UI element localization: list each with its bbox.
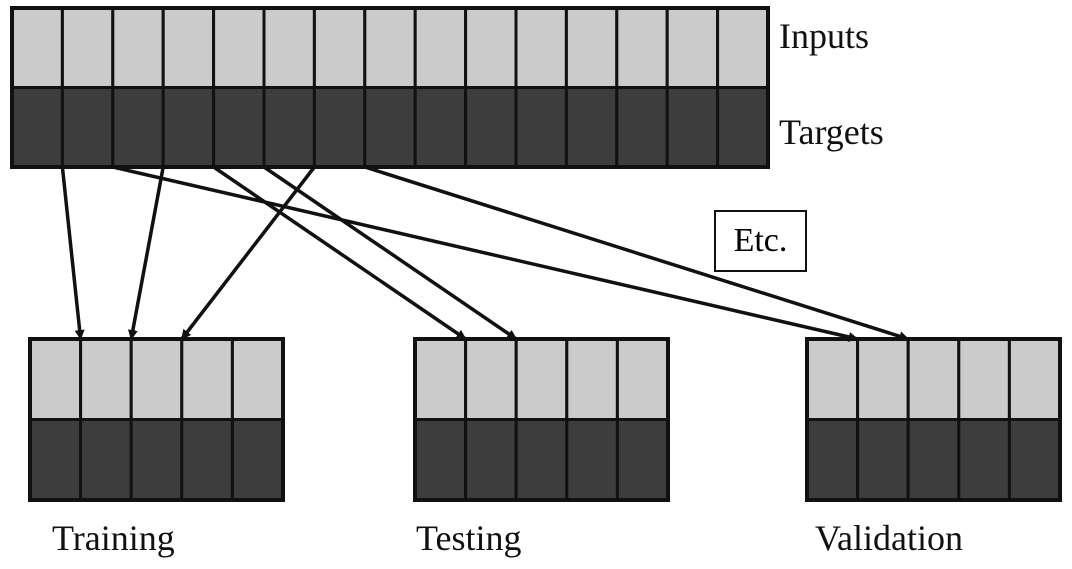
full-dataset-input-cell: [615, 6, 669, 89]
testing-outline: [413, 337, 670, 502]
testing-target-cell: [413, 418, 468, 502]
validation-input-cell: [906, 337, 961, 421]
full-dataset-target-cell: [413, 86, 468, 169]
validation-target-cell: [805, 418, 860, 502]
validation-input-cell: [805, 337, 860, 421]
etc-note-box: Etc.: [714, 210, 807, 272]
training-target-cell: [230, 418, 285, 502]
testing-target-cell: [514, 418, 569, 502]
validation-outline: [805, 337, 1062, 502]
full-dataset-target-cell: [564, 86, 619, 169]
full-dataset-input-cell: [10, 6, 64, 89]
testing-target-cell: [615, 418, 670, 502]
full-dataset-input-cell: [161, 6, 216, 89]
validation-input-cell: [856, 337, 910, 421]
training-outline: [28, 337, 285, 502]
full-dataset-input-cell: [111, 6, 165, 89]
validation-target-cell: [957, 418, 1011, 502]
inputs-label: Inputs: [779, 16, 869, 56]
testing-label: Testing: [416, 518, 522, 558]
assignment-arrow-validation: [364, 165, 910, 342]
full-dataset-input-cell: [60, 6, 115, 89]
full-dataset-outline: [10, 6, 770, 169]
testing-input-cell: [464, 337, 518, 421]
training-target-cell: [129, 418, 184, 502]
validation-target-cell: [856, 418, 910, 502]
full-dataset-input-cell: [312, 6, 367, 89]
testing-input-cell: [413, 337, 468, 421]
full-dataset-input-cell: [262, 6, 316, 89]
training-target-cell: [28, 418, 83, 502]
etc-note-text: Etc.: [733, 222, 788, 259]
training-input-cell: [79, 337, 133, 421]
full-dataset-target-cell: [10, 86, 64, 169]
full-dataset-grid: [10, 6, 770, 169]
testing-input-cell: [514, 337, 569, 421]
validation-input-cell: [1007, 337, 1062, 421]
assignment-arrow-testing: [263, 165, 518, 341]
assignment-arrow-training: [127, 166, 165, 340]
assignment-arrow-validation: [112, 165, 859, 342]
full-dataset-input-cell: [716, 6, 770, 89]
full-dataset-target-cell: [615, 86, 669, 169]
training-input-cell: [129, 337, 184, 421]
validation-target-cell: [1007, 418, 1062, 502]
training-input-cell: [180, 337, 234, 421]
training-target-cell: [79, 418, 133, 502]
validation-target-cell: [906, 418, 961, 502]
full-dataset-input-cell: [363, 6, 417, 89]
assignment-arrow-training: [180, 165, 316, 341]
full-dataset-input-cell: [212, 6, 266, 89]
full-dataset-target-cell: [212, 86, 266, 169]
testing-input-cell: [565, 337, 619, 421]
full-dataset-target-cell: [111, 86, 165, 169]
full-dataset-input-cell: [464, 6, 518, 89]
full-dataset-target-cell: [665, 86, 720, 169]
assignment-arrow-testing: [212, 165, 467, 341]
training-target-cell: [180, 418, 234, 502]
full-dataset-target-cell: [161, 86, 216, 169]
testing-grid: [413, 337, 670, 502]
testing-target-cell: [464, 418, 518, 502]
training-input-cell: [230, 337, 285, 421]
targets-label: Targets: [779, 112, 884, 152]
testing-input-cell: [615, 337, 670, 421]
full-dataset-input-cell: [665, 6, 720, 89]
full-dataset-input-cell: [564, 6, 619, 89]
validation-input-cell: [957, 337, 1011, 421]
training-input-cell: [28, 337, 83, 421]
full-dataset-target-cell: [60, 86, 115, 169]
full-dataset-target-cell: [464, 86, 518, 169]
full-dataset-target-cell: [716, 86, 770, 169]
validation-label: Validation: [815, 518, 963, 558]
full-dataset-target-cell: [262, 86, 316, 169]
full-dataset-input-cell: [413, 6, 468, 89]
training-label: Training: [52, 518, 175, 558]
assignment-arrow-training: [60, 166, 85, 340]
full-dataset-target-cell: [312, 86, 367, 169]
testing-target-cell: [565, 418, 619, 502]
training-grid: [28, 337, 285, 502]
full-dataset-target-cell: [514, 86, 568, 169]
full-dataset-target-cell: [363, 86, 417, 169]
full-dataset-input-cell: [514, 6, 568, 89]
validation-grid: [805, 337, 1062, 502]
